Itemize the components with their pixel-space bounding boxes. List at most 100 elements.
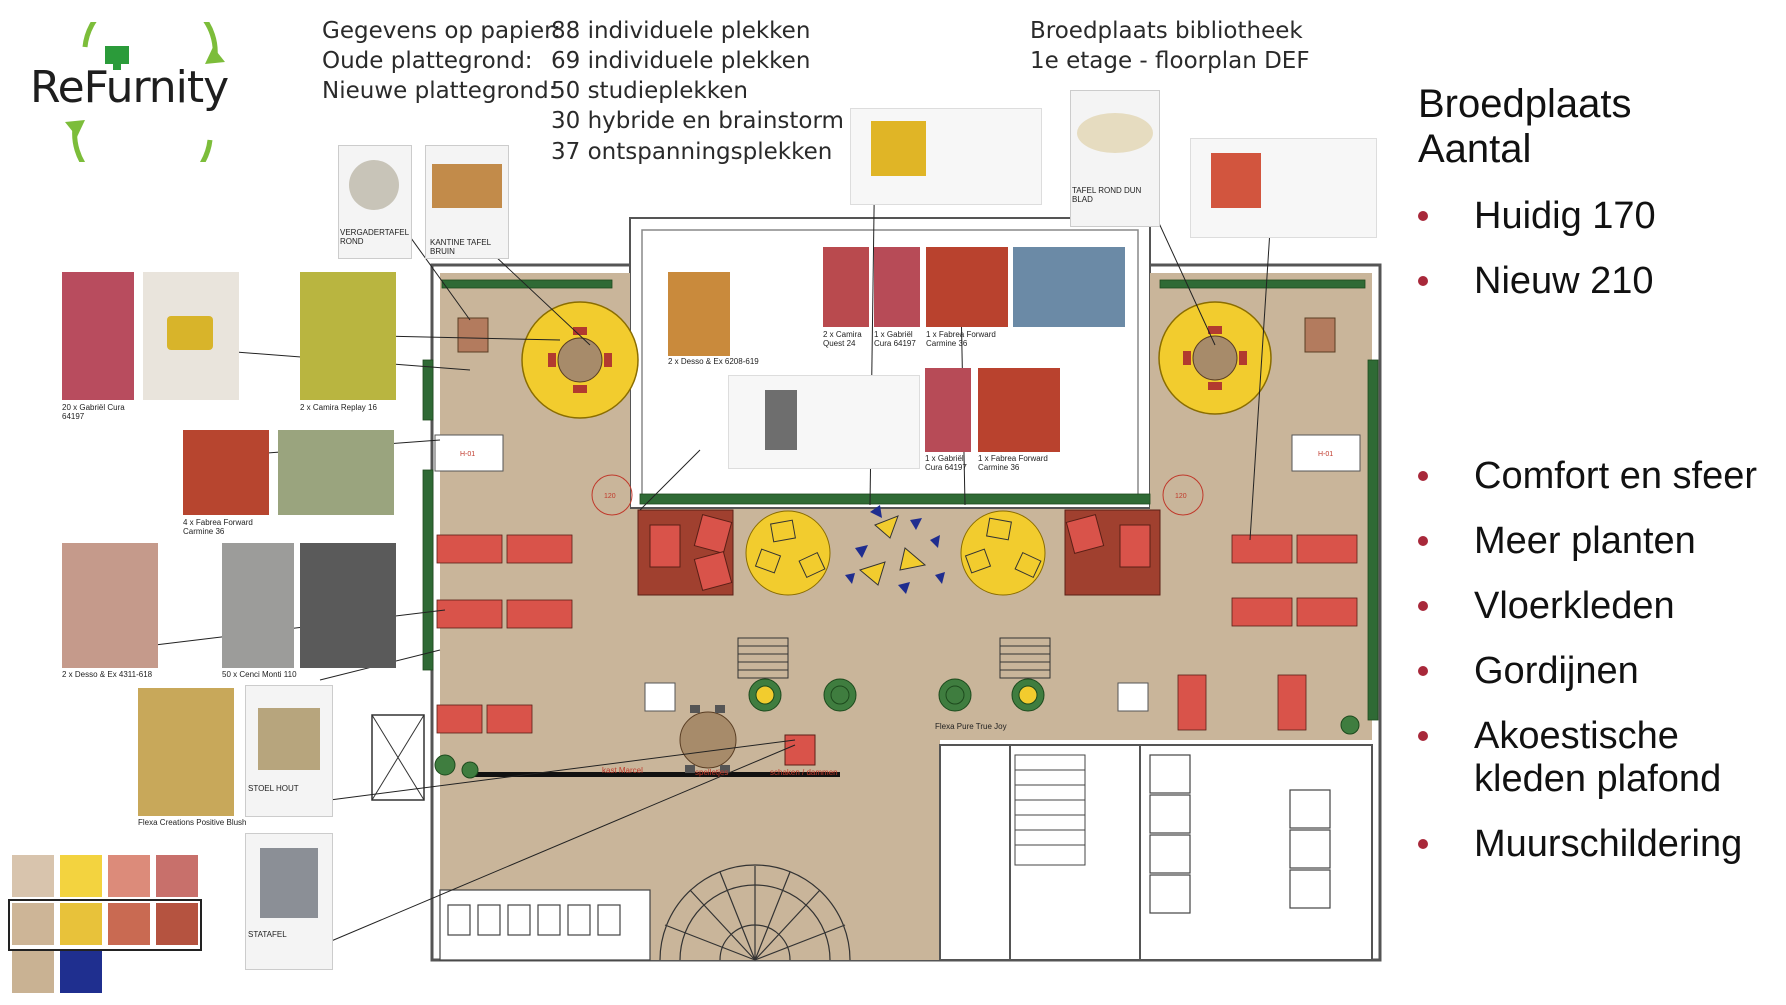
yellow-rug-right xyxy=(1158,301,1272,415)
fabric-swatch-gabriel-mid xyxy=(925,368,971,452)
count-item: Nieuw 210 xyxy=(1418,260,1778,303)
caption-gabriel-mid: 1 x Gabriël Cura 64197 xyxy=(925,454,967,472)
palette-swatch xyxy=(156,855,198,897)
caption-statafel: STATAFEL xyxy=(248,930,287,939)
fabric-swatch-camira-replay xyxy=(300,272,396,400)
fabric-swatch-gabriel xyxy=(62,272,134,400)
caption-vergadertafel: VERGADERTAFEL ROND xyxy=(340,228,409,246)
palette-swatch xyxy=(156,903,198,945)
plant-pots xyxy=(434,678,1360,779)
feature-item: Comfort en sfeer xyxy=(1418,455,1786,498)
round-table-lower xyxy=(679,705,737,773)
fabric-swatch-fabrea-top xyxy=(926,247,1008,327)
rug-swatch-desso-mid xyxy=(668,272,730,356)
palette-swatch xyxy=(60,951,102,993)
info-value-2: 69 individuele plekken xyxy=(551,48,811,74)
plant-row xyxy=(422,279,1379,721)
photo-yellow-chair xyxy=(143,272,239,400)
count-item: Huidig 170 xyxy=(1418,195,1778,238)
yellow-rug-center-left xyxy=(745,510,831,596)
info-value-5: 37 ontspanningsplekken xyxy=(551,139,833,165)
caption-flexa-blush: Flexa Creations Positive Blush xyxy=(138,818,247,827)
bullet-icon xyxy=(1418,276,1428,286)
count-text: Nieuw 210 xyxy=(1474,260,1654,302)
feature-item: Vloerkleden xyxy=(1418,585,1786,628)
toilets-left xyxy=(439,889,651,961)
feature-text: Meer planten xyxy=(1474,520,1696,562)
caption-desso-left: 2 x Desso & Ex 4311-618 xyxy=(62,670,153,679)
triangle-stools xyxy=(845,505,945,594)
card-bankje xyxy=(850,108,1042,205)
bullet-icon xyxy=(1418,536,1428,546)
caption-kantine: KANTINE TAFEL BRUIN xyxy=(430,238,491,256)
palette-swatch xyxy=(12,855,54,897)
lounge-right xyxy=(1064,509,1161,596)
stairs-center xyxy=(737,637,1051,679)
caption-camira-replay: 2 x Camira Replay 16 xyxy=(300,403,377,412)
fabric-swatch-camira-quest xyxy=(823,247,869,327)
caption-desso-mid: 2 x Desso & Ex 6208-619 xyxy=(668,357,759,366)
svg-text:H-01: H-01 xyxy=(460,451,475,458)
fabric-swatch-fabrea-mid xyxy=(978,368,1060,452)
yellow-rug-center-right xyxy=(960,510,1046,596)
feature-list: Comfort en sfeer Meer planten Vloerklede… xyxy=(1418,455,1786,888)
feature-text: Vloerkleden xyxy=(1474,585,1675,627)
card-schrijftafel xyxy=(728,375,920,469)
photo-lounge-sofa xyxy=(1013,247,1125,327)
tables-left xyxy=(436,534,573,734)
refurnity-logo-icon xyxy=(65,22,225,162)
caption-fabrea-top: 1 x Fabrea Forward Carmine 36 xyxy=(926,330,996,348)
feature-item: Meer planten xyxy=(1418,520,1786,563)
plan-title-line1: Broedplaats bibliotheek xyxy=(1030,18,1303,44)
caption-gabriel-left: 20 x Gabriël Cura 64197 xyxy=(62,403,125,421)
caption-gabriel-top: 1 x Gabriël Cura 64197 xyxy=(874,330,916,348)
svg-text:H-01: H-01 xyxy=(1318,451,1333,458)
lounge-left xyxy=(637,509,734,596)
info-value-4: 30 hybride en brainstorm xyxy=(551,108,844,134)
palette-swatch xyxy=(60,855,102,897)
card-stoel-hout xyxy=(245,685,333,817)
bullet-icon xyxy=(1418,211,1428,221)
tables-right xyxy=(1177,534,1358,731)
fabric-swatch-fabrea xyxy=(183,430,269,515)
plan-title-line2: 1e etage - floorplan DEF xyxy=(1030,48,1310,74)
palette-swatch xyxy=(60,903,102,945)
title-line-1: Broedplaats xyxy=(1418,82,1632,126)
feature-text: Gordijnen xyxy=(1474,650,1639,692)
info-value-3: 50 studieplekken xyxy=(551,78,748,104)
label-schaken: schaken / dammen xyxy=(770,768,838,777)
feature-item: Muurschildering xyxy=(1418,823,1786,866)
count-list: Huidig 170 Nieuw 210 xyxy=(1418,195,1778,325)
card-vergadertafel xyxy=(338,145,412,259)
photo-flexa-desk xyxy=(138,688,234,816)
card-kantine-tafel xyxy=(425,145,509,259)
title-line-2: Aantal xyxy=(1418,127,1532,171)
label-kast: kast Marcel xyxy=(602,766,643,775)
card-statafel xyxy=(245,833,333,970)
small-tables xyxy=(457,317,1336,353)
spiral-stair xyxy=(659,864,851,961)
photo-office-chair xyxy=(300,543,396,668)
caption-stoel-hout: STOEL HOUT xyxy=(248,784,299,793)
rug-swatch-desso xyxy=(62,543,158,668)
bullet-icon xyxy=(1418,731,1428,741)
bullet-icon xyxy=(1418,601,1428,611)
info-label-1: Gegevens op papier: xyxy=(322,18,561,44)
feature-item: Gordijnen xyxy=(1418,650,1786,693)
caption-tafel-rond: TAFEL ROND DUN BLAD xyxy=(1072,186,1142,204)
card-vergadertafel-kunststof xyxy=(1190,138,1377,238)
bullet-icon xyxy=(1418,839,1428,849)
label-spelletjes: spelletjes xyxy=(695,768,729,777)
feature-text: Muurschildering xyxy=(1474,823,1743,865)
logo-text: ReFurnity xyxy=(30,62,229,113)
info-value-1: 88 individuele plekken xyxy=(551,18,811,44)
white-tables xyxy=(434,434,1361,712)
caption-cenci: 50 x Cenci Monti 110 xyxy=(222,670,297,679)
stairs-right xyxy=(1014,754,1086,866)
yellow-rug-left xyxy=(521,301,639,419)
palette-swatch xyxy=(108,903,150,945)
fabric-swatch-cenci xyxy=(222,543,294,668)
count-text: Huidig 170 xyxy=(1474,195,1656,237)
toilets-right xyxy=(1149,754,1331,914)
